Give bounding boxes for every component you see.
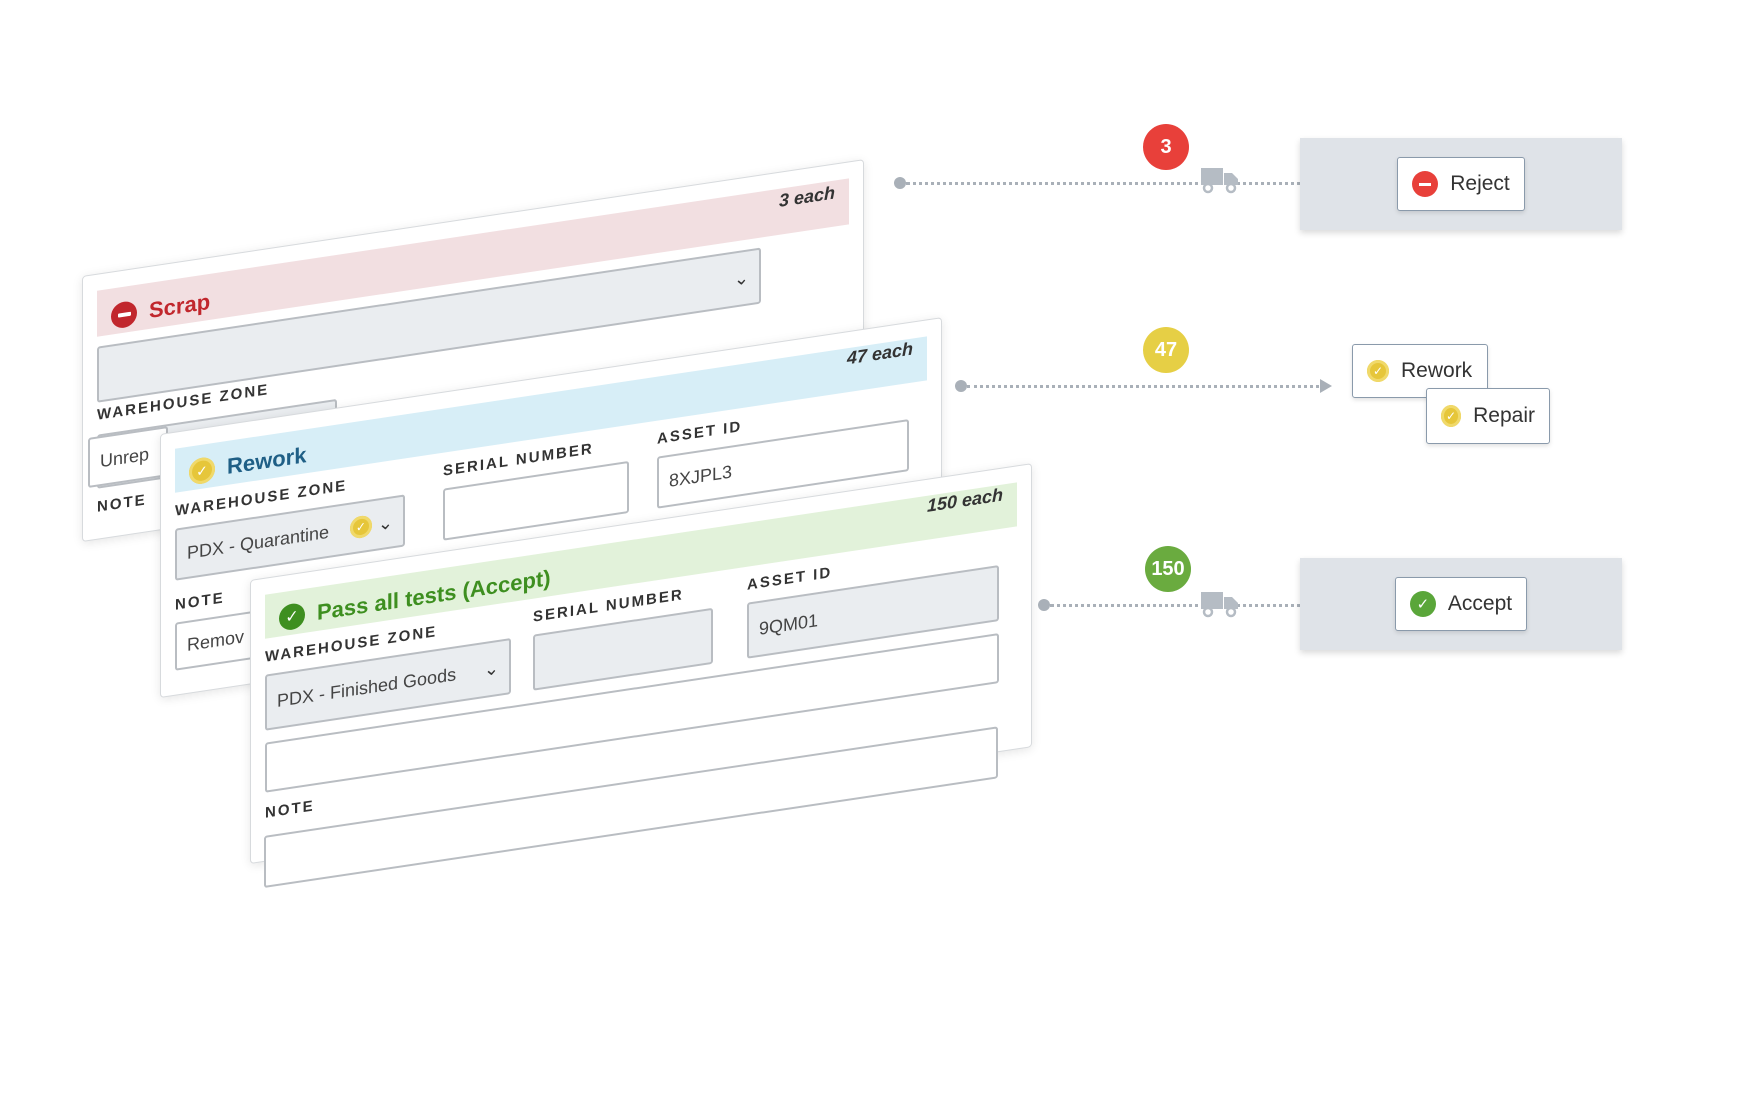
accept-asset-label: ASSET ID	[747, 563, 833, 594]
scrap-note-label: NOTE	[97, 491, 147, 516]
truck-icon	[1201, 168, 1238, 194]
chevron-down-icon: ⌄	[377, 511, 393, 534]
rework-serial-value	[455, 489, 617, 513]
rework-title: ✓ Rework	[189, 442, 306, 486]
reject-flow-line	[906, 182, 1320, 185]
seal-check-icon: ✓	[189, 455, 215, 486]
scrap-title: Scrap	[111, 289, 210, 330]
accept-serial-value	[545, 638, 701, 661]
reject-outcome-box: Reject	[1300, 138, 1622, 230]
seal-check-icon: ✓	[349, 514, 372, 540]
accept-outcome-box: ✓ Accept	[1300, 558, 1622, 650]
accept-note-label: NOTE	[265, 797, 315, 822]
check-circle-icon: ✓	[1409, 591, 1436, 617]
repair-chip-label: Repair	[1473, 404, 1535, 427]
rework-flow-line	[967, 385, 1319, 388]
accept-quantity: 150 each	[926, 484, 1003, 516]
scrap-title-text: Scrap	[149, 288, 211, 323]
accept-flow-start-dot	[1038, 599, 1050, 611]
rework-note-label: NOTE	[175, 589, 225, 614]
reject-chip-label: Reject	[1450, 172, 1510, 195]
scrap-note-value: Unrep	[100, 443, 150, 471]
rework-quantity: 47 each	[846, 338, 913, 369]
accept-flow-line	[1050, 604, 1320, 607]
reject-flow-start-dot	[894, 177, 906, 189]
rework-title-text: Rework	[227, 442, 307, 479]
accept-asset-value: 9QM01	[759, 609, 819, 639]
rework-flow-start-dot	[955, 380, 967, 392]
rework-flow-arrow-icon	[1320, 379, 1332, 393]
accept-zone-value: PDX - Finished Goods	[277, 663, 457, 711]
seal-check-icon: ✓	[1367, 360, 1389, 382]
minus-circle-icon	[111, 299, 137, 330]
accept-title-text: Pass all tests (Accept)	[317, 565, 551, 625]
scrap-quantity: 3 each	[778, 182, 835, 211]
accept-chip[interactable]: ✓ Accept	[1394, 577, 1528, 631]
rework-asset-value: 8XJPL3	[669, 461, 733, 491]
seal-check-icon: ✓	[1441, 405, 1462, 427]
accept-chip-label: Accept	[1447, 592, 1513, 615]
rework-zone-value: PDX - Quarantine	[187, 521, 330, 563]
minus-circle-icon	[1412, 171, 1439, 197]
rework-chip-label: Rework	[1401, 359, 1473, 382]
accept-title: ✓ Pass all tests (Accept)	[279, 565, 551, 632]
truck-icon	[1201, 592, 1238, 618]
reject-count-badge: 3	[1143, 124, 1189, 170]
rework-asset-label: ASSET ID	[657, 417, 743, 448]
check-circle-icon: ✓	[279, 601, 305, 632]
chevron-down-icon: ⌄	[483, 657, 499, 680]
reject-chip[interactable]: Reject	[1397, 157, 1525, 211]
rework-count-badge: 47	[1143, 327, 1189, 373]
repair-chip[interactable]: ✓ Repair	[1426, 388, 1550, 444]
chevron-down-icon: ⌄	[733, 266, 749, 290]
accept-count-badge: 150	[1145, 546, 1191, 592]
